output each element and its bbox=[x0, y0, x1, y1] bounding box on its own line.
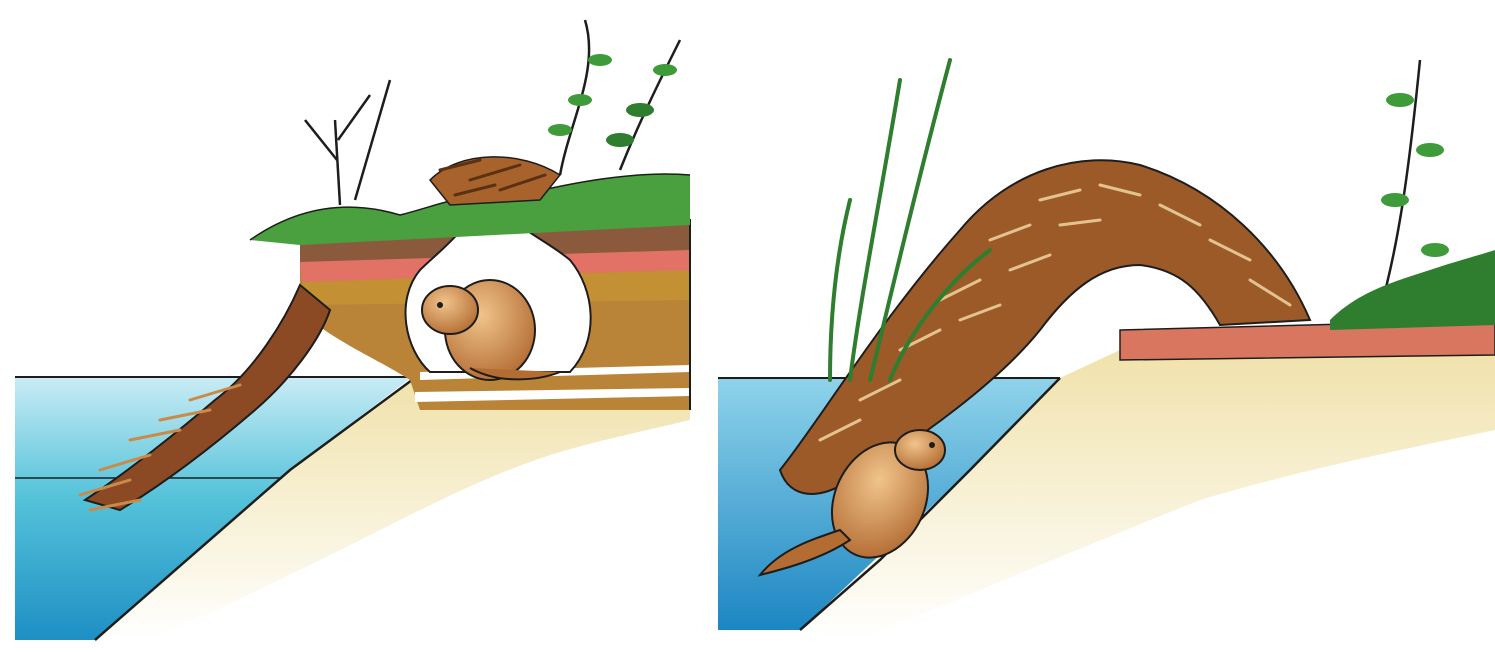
stick-pile-top bbox=[430, 157, 560, 205]
bare-shrub bbox=[305, 80, 390, 205]
panel-stick-lodge bbox=[718, 60, 1495, 640]
panel-bank-burrow bbox=[15, 20, 690, 640]
grass-right bbox=[1330, 250, 1495, 330]
leafy-shrub bbox=[548, 20, 680, 175]
